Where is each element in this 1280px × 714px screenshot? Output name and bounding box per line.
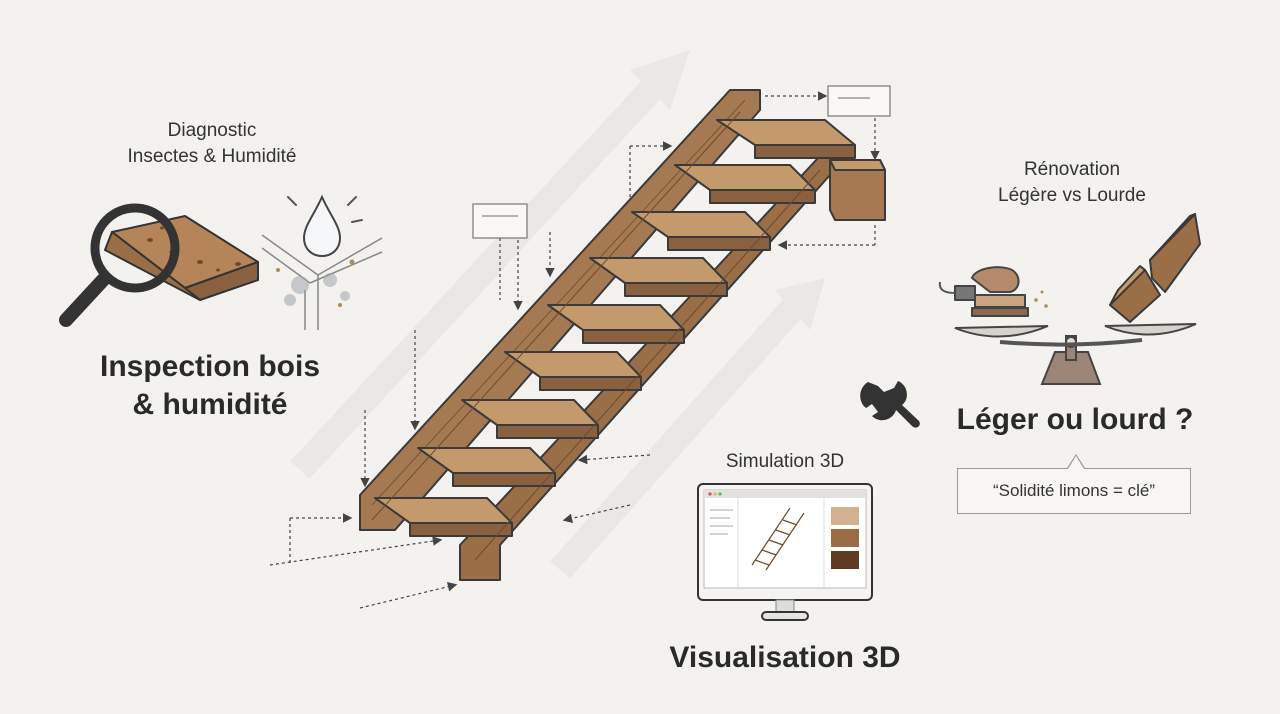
water-drop-icon — [261, 194, 383, 330]
broken-beam-icon — [1109, 213, 1201, 323]
sander-icon — [938, 266, 1048, 317]
simulation-title: Visualisation 3D — [669, 641, 901, 674]
quote-box: “Solidité limons = clé” — [957, 468, 1191, 514]
renovation-title: Léger ou lourd ? — [956, 403, 1194, 436]
dimension-guides — [269, 91, 880, 609]
inspection-caption-line2: Insectes & Humidité — [127, 146, 297, 167]
inspection-title-line1: Inspection bois — [99, 350, 321, 383]
simulation-caption: Simulation 3D — [725, 451, 845, 472]
renovation-caption-line2: Légère vs Lourde — [998, 185, 1146, 206]
balance-scale-icon — [954, 323, 1197, 385]
inspection-title: Inspection bois & humidité — [70, 348, 350, 424]
inspection-caption-line1: Diagnostic — [167, 120, 257, 141]
treads — [374, 119, 856, 537]
monitor-icon — [697, 483, 873, 621]
quote-pointer-fill — [1068, 456, 1084, 469]
staircase — [359, 89, 886, 581]
wrench-icon — [860, 381, 920, 428]
background-arrows — [290, 50, 825, 579]
renovation-caption: Rénovation Légère vs Lourde — [972, 157, 1172, 209]
label-boxes — [472, 85, 891, 239]
magnifier-icon — [59, 203, 259, 327]
renovation-caption-line1: Rénovation — [1023, 159, 1121, 180]
inspection-caption: Diagnostic Insectes & Humidité — [112, 118, 312, 170]
inspection-title-line2: & humidité — [132, 388, 288, 421]
